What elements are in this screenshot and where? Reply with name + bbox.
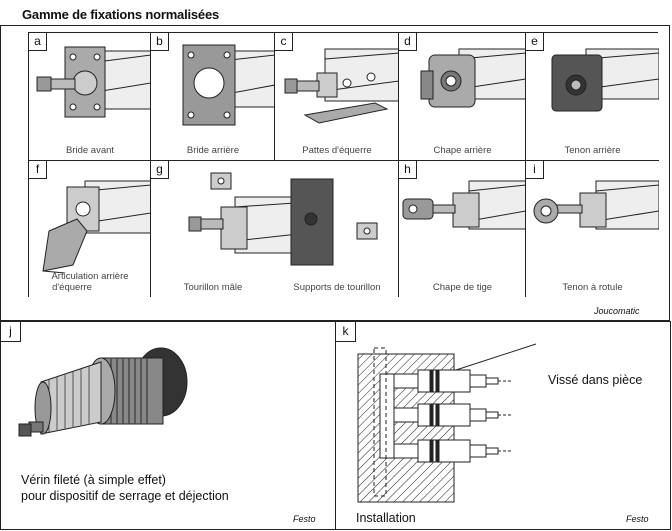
fixations-panel xyxy=(0,25,670,321)
cell-caption: Chape arrière xyxy=(433,145,492,156)
chape-arriere-illustration xyxy=(420,48,525,108)
cell-caption-right: Supports de tourillon xyxy=(293,282,381,293)
tourillon-illustration xyxy=(188,172,378,266)
panel-j-credit: Festo xyxy=(293,514,316,524)
cell-caption: Bride arrière xyxy=(186,145,240,156)
top-credit: Joucomatic xyxy=(594,306,640,316)
cell-caption: Tenon arrière xyxy=(564,145,621,156)
cell-caption: Bride avant xyxy=(65,145,115,156)
cell-caption-line2: d'équerre xyxy=(52,282,92,293)
verin-filete-illustration xyxy=(18,347,188,437)
panel-k: k xyxy=(336,321,671,530)
panel-k-annotation: Vissé dans pièce xyxy=(548,373,643,387)
chape-de-tige-illustration xyxy=(402,180,525,230)
bride-avant-illustration xyxy=(36,46,150,118)
panel-j-text-line2: pour dispositif de serrage et déjection xyxy=(21,489,229,503)
pattes-equerre-illustration xyxy=(284,48,398,124)
cell-d: d Chape arrière xyxy=(399,33,526,161)
cell-letter: d xyxy=(399,33,417,51)
panel-k-credit: Festo xyxy=(626,514,649,524)
panel-k-caption: Installation xyxy=(356,511,416,525)
cell-letter: g xyxy=(151,161,169,179)
panel-j: j Vérin fileté (à simple effet) pour dis xyxy=(0,321,336,530)
tenon-rotule-illustration xyxy=(533,180,659,230)
tenon-arriere-illustration xyxy=(551,48,659,112)
panel-letter: j xyxy=(1,322,21,342)
cell-letter: i xyxy=(526,161,544,179)
cell-caption: Tenon à rotule xyxy=(562,282,623,293)
panel-letter: k xyxy=(336,322,356,342)
cell-caption-left: Tourillon mâle xyxy=(183,282,243,293)
cell-b: b Bride arrière xyxy=(151,33,275,161)
page-title: Gamme de fixations normalisées xyxy=(22,7,220,22)
cell-c: c Pattes d'équerre xyxy=(275,33,399,161)
cell-caption: Chape de tige xyxy=(432,282,493,293)
cell-caption: Pattes d'équerre xyxy=(302,145,372,156)
cell-caption-line1: Articulation arrière xyxy=(51,271,129,282)
cell-f: f Articulation arrière d'équerre xyxy=(29,161,151,297)
articulation-arriere-illustration xyxy=(42,180,150,274)
cell-letter: c xyxy=(275,33,293,51)
cell-a: a Bride avant xyxy=(29,33,151,161)
cell-letter: h xyxy=(399,161,417,179)
cell-letter: a xyxy=(29,33,47,51)
bride-arriere-illustration xyxy=(182,44,274,126)
cell-i: i Tenon à rotule xyxy=(526,161,659,297)
installation-illustration xyxy=(357,343,537,503)
cell-e: e Tenon arrière xyxy=(526,33,659,161)
cell-h: h Chape de tige xyxy=(399,161,526,297)
panel-j-text-line1: Vérin fileté (à simple effet) xyxy=(21,473,166,487)
cell-letter: b xyxy=(151,33,169,51)
cell-letter: e xyxy=(526,33,544,51)
cell-letter: f xyxy=(29,161,47,179)
fixations-grid: a Bride avant b xyxy=(28,32,659,297)
cell-g: g Tourillon mâle Supports de tourillon xyxy=(151,161,399,297)
